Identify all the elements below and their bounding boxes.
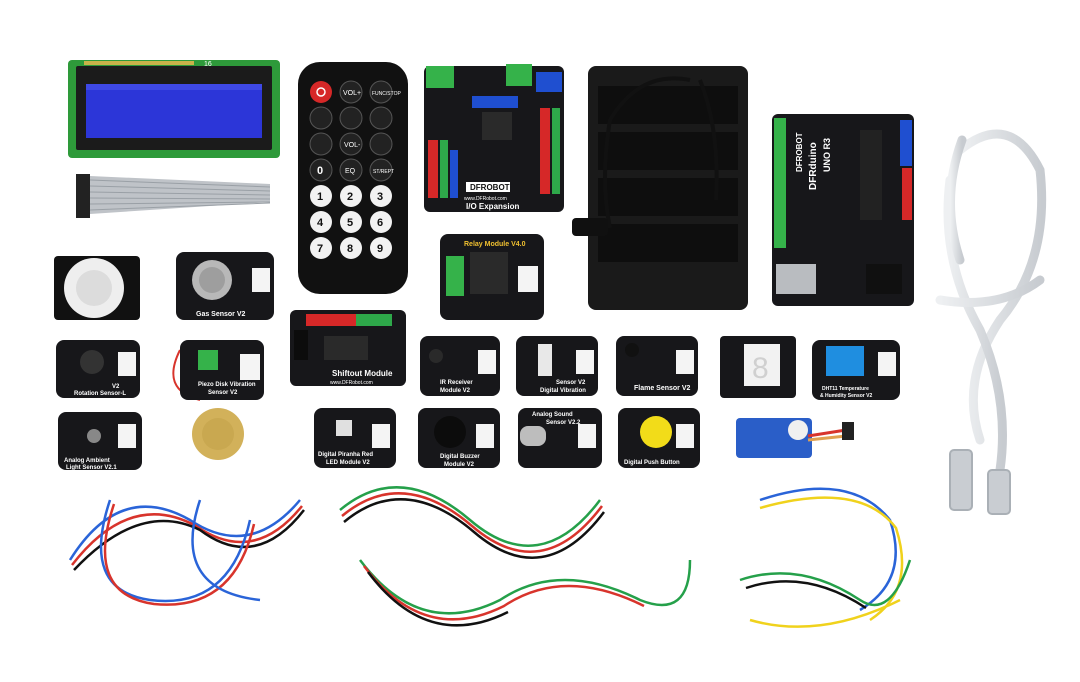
dht11-sensor-module: DHT11 Temperature & Humidity Sensor V2: [812, 340, 900, 400]
remote-key: VOL-: [344, 142, 361, 149]
digital-vibration-sensor: Sensor V2 Digital Vibration: [516, 336, 598, 396]
battery-holder: [572, 66, 748, 310]
piezo-vibration-sensor: Piezo Disk Vibration Sensor V2: [172, 340, 264, 460]
gas-sensor-label: Gas Sensor V2: [196, 311, 246, 318]
sensor-cable-bundle-green: [339, 486, 692, 627]
remote-key: ST/REPT: [373, 169, 394, 175]
ribbon-cable: [76, 174, 271, 218]
lcd-display-module: 16: [68, 60, 280, 158]
ir-receiver-module: IR Receiver Module V2: [420, 336, 500, 396]
remote-key: 7: [317, 243, 323, 255]
dfrduino-uno-board: DFROBOT DFRduino UNO R3: [772, 114, 914, 306]
shield-url: www.DFRobot.com: [464, 196, 507, 202]
lcd-pin-label: 16: [204, 61, 212, 68]
seven-segment-display: 8: [720, 336, 796, 398]
push-button-label: Digital Push Button: [624, 460, 680, 466]
remote-key: 2: [347, 191, 353, 203]
remote-key: 9: [377, 243, 383, 255]
ambient-label-1: Analog Ambient: [64, 458, 110, 464]
dht-label-2: & Humidity Sensor V2: [820, 393, 872, 399]
piranha-label-2: LED Module V2: [326, 460, 370, 466]
board-model: UNO R3: [822, 138, 832, 172]
relay-label: Relay Module V4.0: [464, 241, 526, 248]
flame-sensor-module: Flame Sensor V2: [616, 336, 698, 396]
sensor-cable-bundle-blue: [68, 499, 305, 606]
io-expansion-shield: DFROBOT www.DFRobot.com I/O Expansion Sh…: [424, 64, 564, 220]
shield-name-line1: I/O Expansion: [466, 202, 519, 211]
rotation-sensor-module: V2 Rotation Sensor-L: [56, 340, 140, 398]
gas-sensor-module: Gas Sensor V2: [176, 252, 274, 320]
svg-text:8: 8: [752, 352, 769, 385]
servo-motor: [736, 418, 854, 458]
remote-key: 5: [347, 217, 353, 229]
remote-key: 3: [377, 191, 383, 203]
pir-motion-sensor: [54, 256, 140, 320]
buzzer-module: Digital Buzzer Module V2: [418, 408, 500, 468]
ir-label-1: IR Receiver: [440, 380, 473, 386]
shiftout-url: www.DFRobot.com: [330, 380, 373, 386]
board-brand: DFROBOT: [795, 132, 804, 172]
ir-remote-control: VOL+ FUNC/STOP VOL- EQ ST/REPT 0 1 2 3 4…: [298, 62, 408, 294]
vibration-label-2: Digital Vibration: [540, 388, 586, 394]
remote-key: VOL+: [343, 90, 361, 97]
rotation-label-1: V2: [112, 384, 120, 390]
flame-label: Flame Sensor V2: [634, 385, 691, 392]
remote-key: EQ: [345, 168, 356, 175]
push-button-module: Digital Push Button: [618, 408, 700, 468]
buzzer-label-2: Module V2: [444, 462, 475, 468]
sound-sensor-module: Analog Sound Sensor V2.2: [518, 408, 602, 468]
piranha-led-module: Digital Piranha Red LED Module V2: [314, 408, 396, 468]
ir-label-2: Module V2: [440, 388, 471, 394]
shiftout-module: Shiftout Module www.DFRobot.com: [290, 310, 406, 386]
relay-module: Relay Module V4.0: [440, 234, 544, 320]
remote-key: 4: [317, 217, 324, 229]
rotation-label-2: Rotation Sensor-L: [74, 391, 126, 397]
jumper-wires: [739, 487, 912, 628]
piezo-label-2: Sensor V2: [208, 390, 238, 396]
board-name: DFRduino: [808, 142, 819, 190]
piezo-label-1: Piezo Disk Vibration: [198, 382, 256, 388]
shield-name-line2: Shield V7.1: [476, 211, 519, 220]
remote-key: 8: [347, 243, 353, 255]
remote-key: 6: [377, 217, 383, 229]
sound-label-1: Analog Sound: [532, 412, 573, 418]
remote-key: FUNC/STOP: [372, 91, 401, 97]
usb-cable: [935, 129, 1047, 515]
shield-brand: DFROBOT: [470, 183, 510, 192]
dht-label-1: DHT11 Temperature: [822, 386, 869, 392]
remote-key: 1: [317, 191, 323, 203]
buzzer-label-1: Digital Buzzer: [440, 454, 480, 460]
remote-key: 0: [317, 165, 323, 177]
shiftout-label: Shiftout Module: [332, 369, 393, 378]
ambient-light-sensor: Analog Ambient Light Sensor V2.1: [58, 412, 142, 471]
ambient-label-2: Light Sensor V2.1: [66, 465, 117, 471]
vibration-label-1: Sensor V2: [556, 380, 586, 386]
sound-label-2: Sensor V2.2: [546, 420, 581, 426]
piranha-label-1: Digital Piranha Red: [318, 452, 373, 458]
